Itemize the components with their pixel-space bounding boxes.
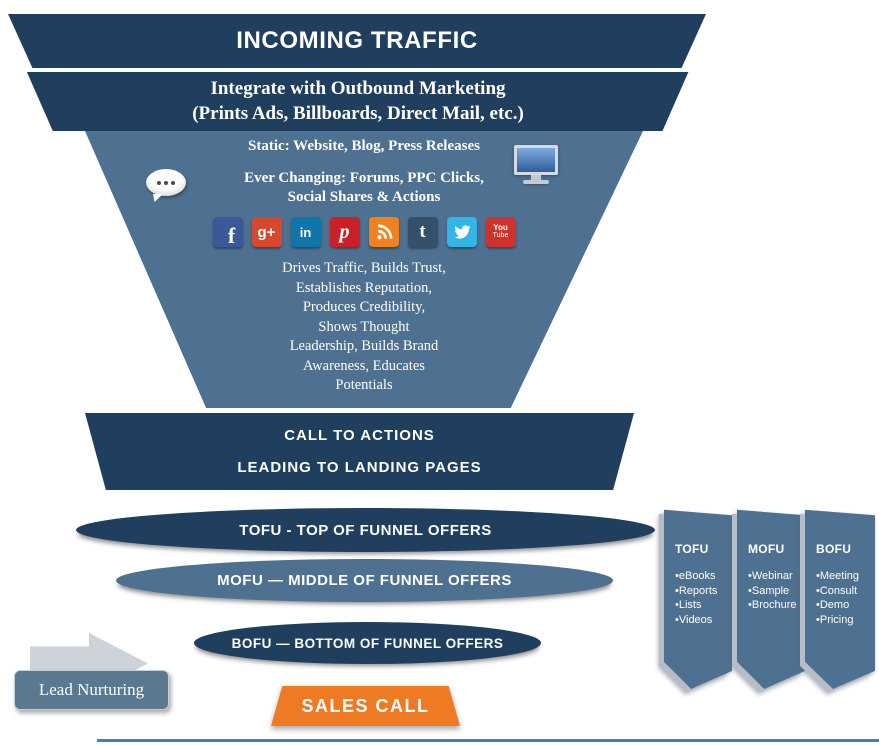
mofu-bar: MOFU — MIDDLE OF FUNNEL OFFERS bbox=[116, 559, 613, 602]
offer-flag-title: TOFU bbox=[675, 542, 709, 556]
offer-flag-item: Brochure bbox=[748, 598, 800, 613]
pinterest-glyph: p bbox=[339, 220, 350, 243]
benefit-line: Shows Thought bbox=[318, 318, 410, 335]
bofu-bar-label: BOFU — BOTTOM OF FUNNEL OFFERS bbox=[231, 635, 504, 651]
offer-flag-item: Reports bbox=[675, 584, 727, 599]
speech-dot bbox=[164, 180, 168, 185]
youtube-icon: You Tube bbox=[485, 217, 516, 247]
sales-call-trapezoid: SALES CALL bbox=[271, 686, 460, 726]
rss-icon bbox=[368, 217, 399, 247]
rss-glyph bbox=[376, 224, 392, 240]
bofu-bar: BOFU — BOTTOM OF FUNNEL OFFERS bbox=[194, 622, 541, 664]
lead-nurturing-text: Lead Nurturing bbox=[38, 680, 145, 699]
pinterest-icon: p bbox=[329, 217, 360, 247]
offer-flag-tofu: TOFU eBooks Reports Lists Videos bbox=[664, 508, 732, 689]
outbound-marketing-bar: Integrate with Outbound Marketing (Print… bbox=[26, 72, 689, 131]
ever-changing-line-1: Ever Changing: Forums, PPC Clicks, bbox=[244, 170, 484, 186]
offer-flag-tofu-shape: TOFU eBooks Reports Lists Videos bbox=[664, 509, 732, 689]
incoming-traffic-bar: INCOMING TRAFFIC bbox=[8, 14, 706, 68]
linkedin-icon: in bbox=[290, 217, 321, 247]
google-plus-icon: g+ bbox=[251, 217, 282, 247]
google-plus-glyph: g+ bbox=[257, 223, 276, 241]
content-benefits-text: Drives Traffic, Builds Trust, Establishe… bbox=[282, 259, 446, 396]
youtube-glyph-top: You bbox=[493, 223, 508, 232]
offer-flag-item: Demo bbox=[816, 598, 870, 613]
ever-changing-line-2: Social Shares & Actions bbox=[287, 189, 441, 205]
offer-flag-mofu-shape: MOFU Webinar Sample Brochure bbox=[737, 509, 805, 689]
monitor-neck bbox=[531, 175, 541, 180]
monitor-screen bbox=[514, 145, 558, 175]
outbound-line-2: (Prints Ads, Billboards, Direct Mail, et… bbox=[192, 103, 524, 124]
bottom-border-line bbox=[97, 739, 879, 742]
offer-flag-item: Consult bbox=[816, 584, 870, 599]
offer-flag-title: MOFU bbox=[748, 542, 785, 556]
cta-line-2: LEADING TO LANDING PAGES bbox=[237, 459, 482, 476]
benefit-line: Produces Credibility, bbox=[302, 299, 426, 315]
sales-call-wrapper: SALES CALL bbox=[271, 686, 460, 726]
cta-line-1: CALL TO ACTIONS bbox=[284, 427, 435, 444]
offer-flag-mofu: MOFU Webinar Sample Brochure bbox=[737, 508, 805, 689]
computer-monitor-icon bbox=[514, 145, 560, 185]
offer-flag-item: eBooks bbox=[675, 569, 727, 584]
twitter-bird-glyph bbox=[453, 225, 470, 239]
linkedin-glyph: in bbox=[299, 224, 312, 240]
benefit-line: Establishes Reputation, bbox=[295, 279, 433, 296]
benefit-line: Drives Traffic, Builds Trust, bbox=[282, 260, 446, 276]
offer-flag-bofu: BOFU Meeting Consult Demo Pricing bbox=[805, 508, 875, 689]
benefit-line: Leadership, Builds Brand bbox=[289, 338, 439, 354]
benefit-line: Potentials bbox=[335, 377, 393, 393]
tumblr-icon: t bbox=[407, 217, 438, 247]
offer-flag-item: Pricing bbox=[816, 613, 870, 628]
twitter-icon bbox=[446, 217, 477, 247]
incoming-traffic-title: INCOMING TRAFFIC bbox=[236, 27, 478, 54]
tofu-bar-label: TOFU - TOP OF FUNNEL OFFERS bbox=[239, 521, 492, 539]
offer-flag-item: Meeting bbox=[816, 569, 870, 584]
offer-flag-item: Lists bbox=[675, 598, 727, 613]
speech-dot bbox=[157, 180, 161, 185]
tumblr-glyph: t bbox=[419, 221, 426, 242]
benefit-line: Awareness, Educates bbox=[303, 357, 425, 374]
offer-flag-item: Videos bbox=[675, 613, 727, 628]
outbound-line-1: Integrate with Outbound Marketing bbox=[210, 78, 506, 99]
offer-flag-item: Sample bbox=[748, 584, 800, 599]
youtube-glyph-bottom: Tube bbox=[492, 232, 509, 239]
sales-call-label: SALES CALL bbox=[301, 695, 430, 716]
static-content-line: Static: Website, Blog, Press Releases bbox=[248, 138, 480, 154]
facebook-icon: f bbox=[212, 217, 243, 248]
social-icons-row: f g+ in p t You Tube bbox=[212, 217, 516, 248]
speech-bubble-icon bbox=[146, 169, 186, 196]
speech-dot bbox=[171, 180, 175, 185]
lead-nurturing-label: Lead Nurturing bbox=[14, 670, 169, 710]
facebook-glyph: f bbox=[227, 223, 236, 248]
monitor-base bbox=[523, 180, 549, 184]
offer-flag-item: Webinar bbox=[748, 569, 800, 584]
call-to-actions-bar: CALL TO ACTIONS LEADING TO LANDING PAGES bbox=[85, 413, 634, 490]
mofu-bar-label: MOFU — MIDDLE OF FUNNEL OFFERS bbox=[217, 572, 512, 589]
offer-flag-bofu-shape: BOFU Meeting Consult Demo Pricing bbox=[805, 509, 875, 689]
tofu-bar: TOFU - TOP OF FUNNEL OFFERS bbox=[76, 508, 655, 552]
offer-flag-title: BOFU bbox=[816, 542, 852, 556]
